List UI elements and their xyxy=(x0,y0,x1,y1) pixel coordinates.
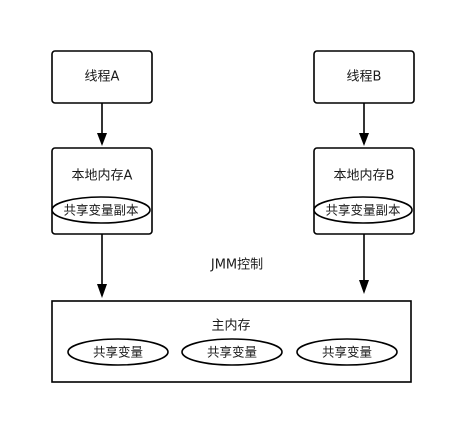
thread-a-label: 线程A xyxy=(85,70,120,85)
shared-variable-2-label: 共享变量 xyxy=(207,345,257,360)
main-memory-node: 主内存 共享变量 共享变量 共享变量 xyxy=(51,300,412,383)
shared-variable-3-label: 共享变量 xyxy=(322,345,372,360)
thread-a-node: 线程A xyxy=(51,50,153,104)
local-memory-a-node: 本地内存A 共享变量副本 xyxy=(51,147,153,235)
local-memory-b-node: 本地内存B 共享变量副本 xyxy=(313,147,415,235)
shared-variable-2 xyxy=(181,338,283,366)
jmm-control-label: JMM控制 xyxy=(210,258,263,273)
shared-variable-copy-a xyxy=(51,196,151,224)
shared-variable-1-label: 共享变量 xyxy=(93,345,143,360)
thread-b-node: 线程B xyxy=(313,50,415,104)
arrow-thread-b-to-local-b xyxy=(359,103,369,146)
local-memory-a-label: 本地内存A xyxy=(72,168,133,184)
arrow-local-b-to-main xyxy=(359,234,369,294)
main-memory-label: 主内存 xyxy=(211,318,250,334)
arrow-thread-a-to-local-a xyxy=(97,103,107,146)
shared-variable-3 xyxy=(296,338,398,366)
shared-variable-1 xyxy=(67,338,169,366)
shared-variable-copy-b xyxy=(313,196,413,224)
arrow-local-a-to-main xyxy=(97,234,107,298)
local-memory-b-label: 本地内存B xyxy=(334,168,395,184)
thread-b-label: 线程B xyxy=(347,70,382,85)
shared-variable-copy-a-label: 共享变量副本 xyxy=(63,203,139,218)
shared-variable-copy-b-label: 共享变量副本 xyxy=(325,203,401,218)
